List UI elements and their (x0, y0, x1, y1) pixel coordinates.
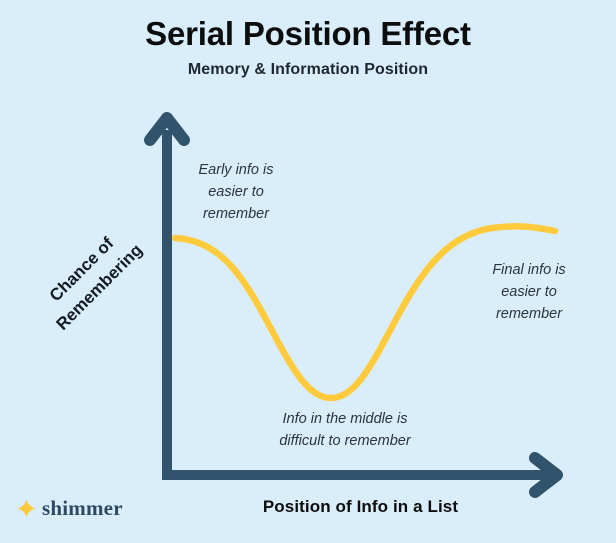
x-axis-arrowhead (529, 452, 563, 498)
annotation-early-info: Early info is easier to remember (198, 162, 274, 223)
brand-name: shimmer (42, 496, 123, 520)
annotation-middle-info: Info in the middle is difficult to remem… (279, 411, 411, 450)
page-title: Serial Position Effect (145, 15, 471, 52)
sparkle-diamond-icon (17, 499, 36, 518)
brand-logo: shimmer (17, 496, 123, 521)
y-axis-arrowhead (144, 112, 190, 146)
x-axis-label: Position of Info in a List (262, 497, 459, 516)
recall-curve (171, 223, 559, 402)
page-subtitle: Memory & Information Position (187, 61, 429, 78)
annotation-final-info: Final info is easier to remember (492, 262, 566, 323)
